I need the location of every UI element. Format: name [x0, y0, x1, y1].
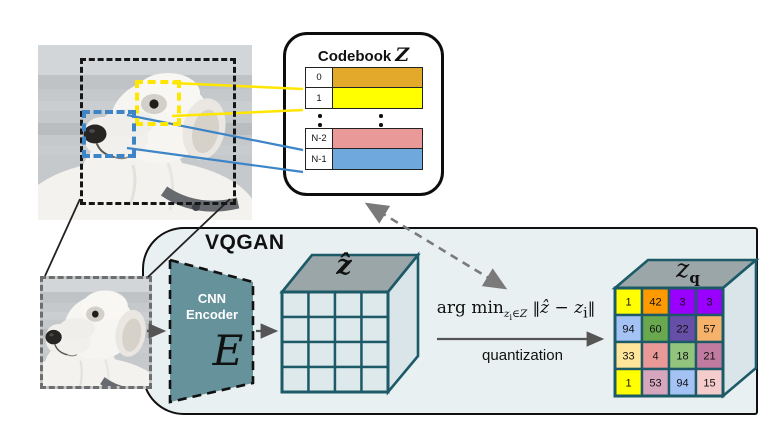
encoder-label-line1: CNN	[197, 291, 227, 306]
formula-operator: arg min	[436, 298, 504, 318]
formula-var: z	[574, 298, 584, 318]
formula-zhat: ẑ	[540, 298, 550, 318]
codebook-index-label: N-1	[305, 148, 333, 170]
ellipsis-dot	[379, 114, 383, 118]
codebook-index-label: N-2	[305, 127, 333, 150]
quantized-label: zq	[658, 256, 718, 286]
codebook-row: 0	[305, 66, 426, 89]
formula-norm-right: ‖	[587, 299, 596, 317]
eye-patch-highlight	[135, 80, 181, 126]
codebook-ellipsis	[305, 109, 426, 129]
formula-idx: i	[583, 305, 588, 322]
formula-norm-left: ‖	[532, 299, 541, 317]
codebook-index-label: 0	[305, 66, 333, 89]
nose-patch-highlight	[82, 110, 136, 158]
formula-minus: −	[554, 298, 569, 318]
codebook-row: N-2	[305, 127, 426, 150]
quantization-caption: quantization	[482, 347, 563, 364]
codebook-index-label: 1	[305, 87, 333, 109]
zq-sub: q	[689, 269, 700, 287]
codebook-title-text: Codebook	[317, 48, 392, 65]
codebook-entry-bar	[331, 127, 423, 150]
codebook-row: 1	[305, 87, 426, 109]
formula-sub-idx: i	[509, 312, 513, 323]
codebook-entry-bar	[331, 66, 423, 89]
latent-label: ẑ	[336, 250, 352, 281]
codebook-symbol: Z	[395, 44, 410, 66]
ellipsis-dot	[379, 123, 383, 127]
argmin-formula: arg minzi∈Z ‖ẑ − zi‖	[412, 298, 620, 323]
vqgan-title: VQGAN	[205, 231, 285, 254]
dog-photo-crop	[40, 276, 152, 389]
zq-var: z	[676, 254, 690, 283]
formula-sub-set: Z	[519, 308, 528, 321]
ellipsis-dot	[318, 123, 322, 127]
encoder-symbol: E	[212, 326, 244, 375]
ellipsis-dot	[318, 114, 322, 118]
formula-sub-var: z	[503, 308, 510, 321]
encoder-label-line2: Encoder	[185, 307, 238, 322]
codebook-row: N-1	[305, 148, 426, 170]
codebook-entry-bar	[331, 87, 423, 109]
formula-sub-rel: ∈	[512, 308, 520, 321]
codebook-entry-bar	[331, 148, 423, 170]
